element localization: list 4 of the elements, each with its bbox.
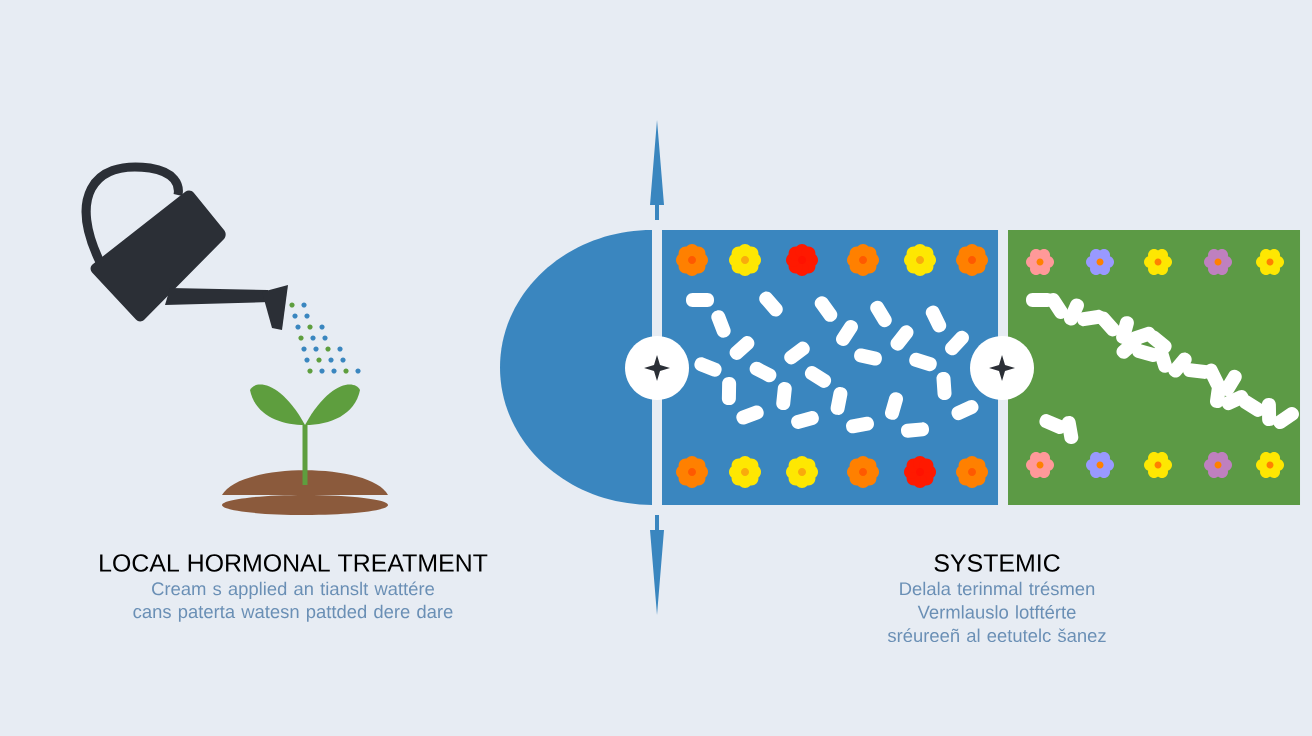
description: Delala terinmal trésmen Vermlauslo lotftérte sréureeñ al eetutelc šanez [887, 581, 1106, 643]
description: Cream s applied an tianslt wattére cans paterta watesn pattded dere dare [133, 581, 453, 622]
heading: LOCAL HORMONAL TREATMENT [100, 554, 488, 572]
heading: SYSTEMIC [934, 554, 1060, 572]
